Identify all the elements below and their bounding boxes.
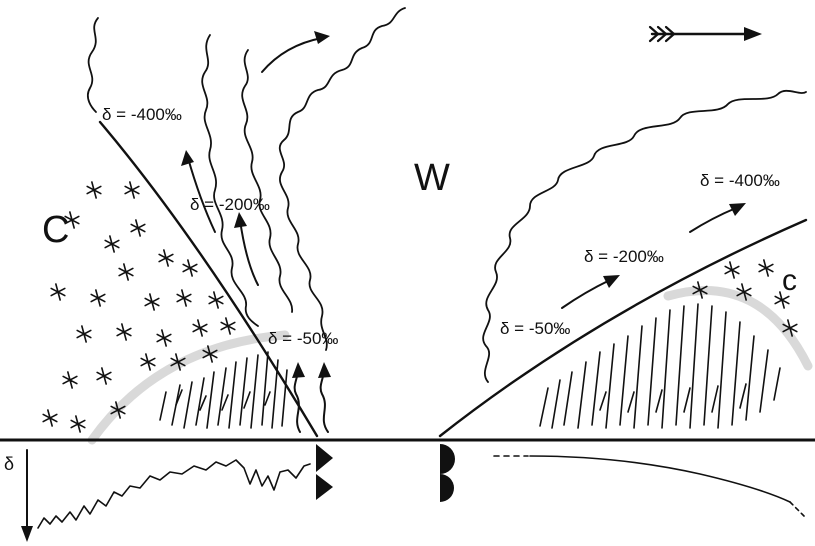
snow-star-icon [176,289,192,307]
warm-air-label: W [414,157,450,199]
snow-star-icon [182,259,198,277]
warm-front-snow [692,259,798,337]
snow-star-icon [158,249,174,267]
snow-star-icon [50,283,66,301]
warm-front-rain-band [663,285,813,371]
snow-star-icon [116,323,132,341]
snow-star-icon [110,401,126,419]
snow-star-icon [736,283,752,301]
cloud-tower-middle [241,49,293,313]
snow-star-icon [96,367,112,385]
snow-star-icon [62,371,78,389]
feathered-arrow-icon [648,25,762,43]
cold-front-delta-50: δ = -50‰ [268,329,338,348]
warm-front-delta-50: δ = -50‰ [500,319,570,338]
warm-front-semicircles-icon [440,444,455,502]
cold-front-precipitation-hatching [159,351,288,429]
warm-front-delta-200: δ = -200‰ [584,247,664,266]
cold-front-line [98,120,319,438]
snow-star-icon [140,353,156,371]
snow-star-icon [156,329,172,347]
cloud-tower-right [278,7,406,351]
snow-star-icon [192,319,208,337]
cold-air-label-left: C [42,209,69,251]
snow-star-icon [782,319,798,337]
snow-star-icon [130,219,146,237]
cold-front-rain-band [87,330,290,445]
snow-star-icon [202,345,218,363]
warm-front-cloud [482,89,807,383]
delta-axis-label: δ [4,454,14,474]
warm-front-delta-profile-dash-right [789,501,805,517]
snow-star-icon [42,409,58,427]
snow-star-icon [758,259,774,277]
warm-front-line [438,218,808,438]
snow-star-icon [104,235,120,253]
snow-star-icon [124,181,140,199]
cold-sector-snow [42,181,236,433]
snow-star-icon [76,325,92,343]
warm-front-delta-profile [529,455,791,503]
snow-star-icon [774,291,790,309]
snow-star-icon [86,181,102,199]
warm-front-precipitation-hatching [539,303,781,429]
snow-star-icon [170,353,186,371]
warm-front-updraft-arrows [561,203,746,309]
cold-front-delta-profile [37,459,311,529]
cold-front-delta-200: δ = -200‰ [190,195,270,214]
cloud-tower-outer [86,17,99,113]
cloud-tower-left [201,34,259,327]
cold-air-label-right: c [782,264,797,297]
snow-star-icon [64,211,80,229]
snow-star-icon [70,415,86,433]
cold-front-delta-400: δ = -400‰ [102,105,182,124]
snow-star-icon [220,317,236,335]
snow-star-icon [118,263,134,281]
cold-front-triangles-icon [316,444,333,500]
delta-axis-arrow [21,449,33,542]
cold-front-updraft-arrows [181,31,331,433]
snow-star-icon [208,291,224,309]
snow-star-icon [90,289,106,307]
snow-star-icon [144,293,160,311]
snow-star-icon [724,261,740,279]
warm-front-delta-400: δ = -400‰ [700,171,780,190]
snow-star-icon [692,281,708,299]
